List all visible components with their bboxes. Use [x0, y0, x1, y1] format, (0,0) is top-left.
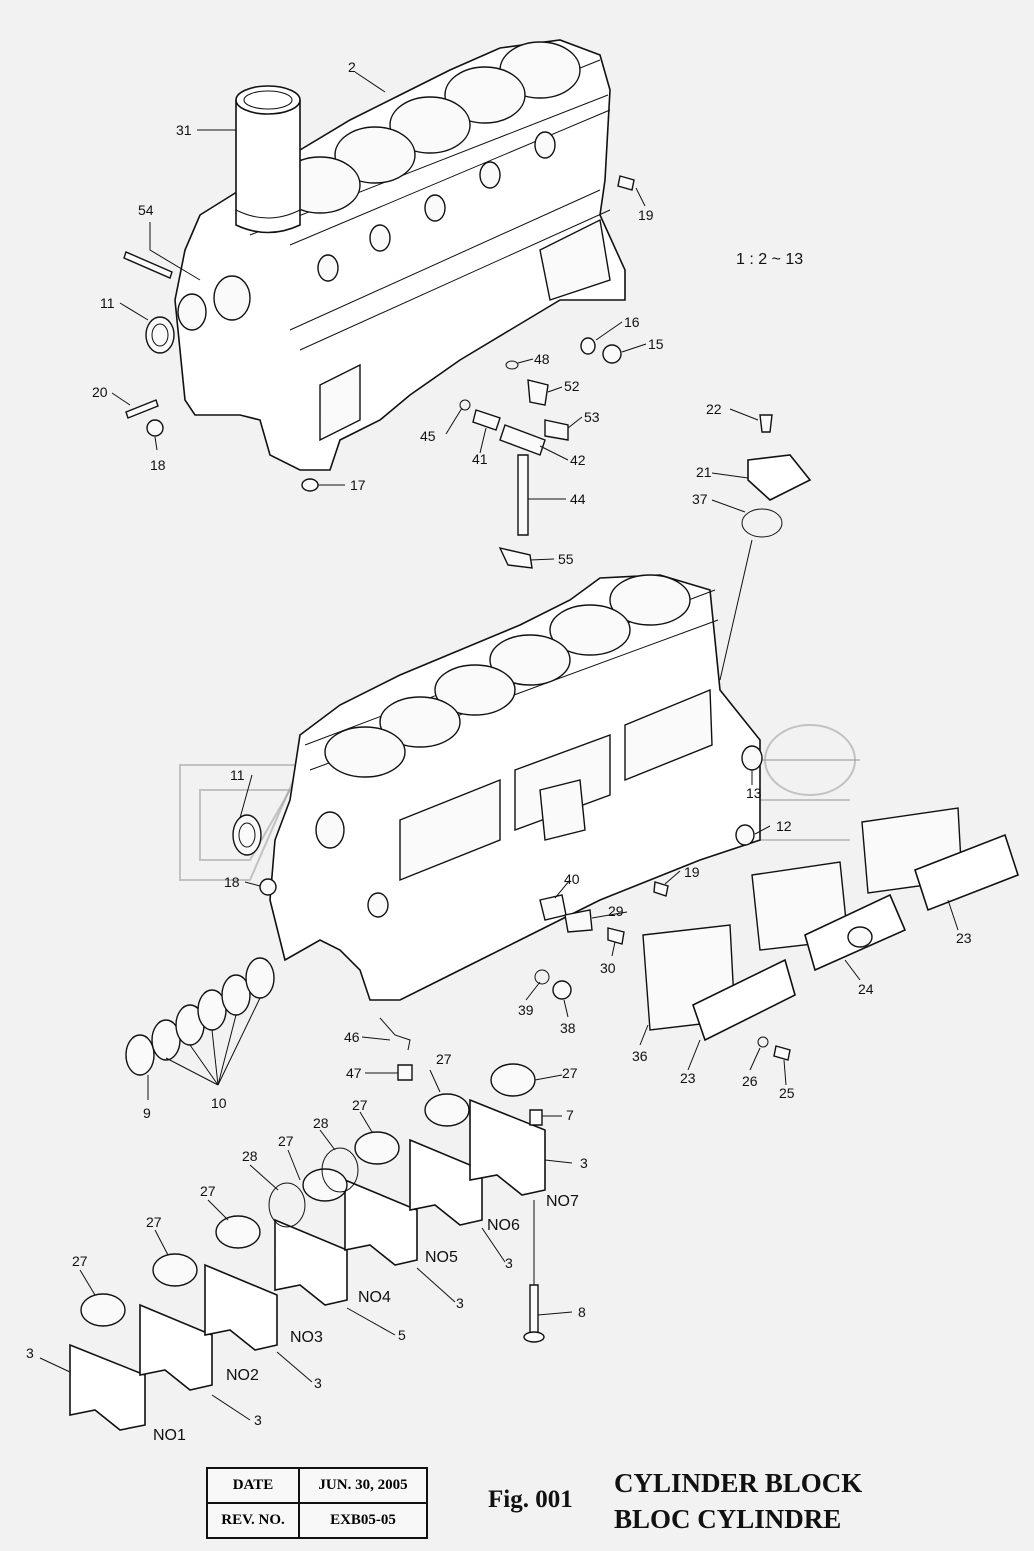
callout-54: 54: [138, 202, 154, 218]
title-block-table: DATE JUN. 30, 2005 REV. NO. EXB05-05: [206, 1467, 428, 1539]
callout-23: 23: [680, 1070, 696, 1086]
callout-12: 12: [776, 818, 792, 834]
callout-36: 36: [632, 1048, 648, 1064]
bearing-no3: NO3: [290, 1329, 323, 1346]
figure-title-fr: BLOC CYLINDRE: [614, 1504, 842, 1534]
leader-lines: [39, 71, 959, 1421]
callout-3-no7: 3: [580, 1155, 588, 1171]
callout-5: 5: [398, 1327, 406, 1343]
callout-31: 31: [176, 122, 192, 138]
callout-23-right: 23: [956, 930, 972, 946]
callout-41: 41: [472, 451, 488, 467]
callout-16: 16: [624, 314, 640, 330]
title-block-date-row: DATE JUN. 30, 2005: [206, 1467, 428, 1504]
callout-53: 53: [584, 409, 600, 425]
callout-27-no5: 27: [352, 1097, 368, 1113]
bearing-no2: NO2: [226, 1367, 259, 1384]
callout-18: 18: [150, 457, 166, 473]
upper-small-parts: [123, 175, 812, 569]
callout-10: 10: [211, 1095, 227, 1111]
callout-21: 21: [696, 464, 712, 480]
callout-44: 44: [570, 491, 586, 507]
callout-48: 48: [534, 351, 550, 367]
callout-9: 9: [143, 1105, 151, 1121]
callout-38: 38: [560, 1020, 576, 1036]
callout-labels: 31 2 54 11 20 18 17 19 1 : 2 ~ 13 16 15 …: [26, 59, 972, 1444]
rev-value: EXB05-05: [298, 1502, 428, 1539]
rev-label: REV. NO.: [206, 1502, 300, 1539]
figure-number: Fig. 001: [488, 1486, 573, 1513]
callout-19-lower: 19: [684, 864, 700, 880]
callout-2: 2: [348, 59, 356, 75]
callout-11: 11: [100, 295, 115, 311]
callout-27-no6: 27: [436, 1051, 452, 1067]
callout-3-no6: 3: [505, 1255, 513, 1271]
callout-39: 39: [518, 1002, 534, 1018]
callout-30: 30: [600, 960, 616, 976]
callout-7: 7: [566, 1107, 574, 1123]
callout-27-no4: 27: [278, 1133, 294, 1149]
callout-55: 55: [558, 551, 574, 567]
callout-24: 24: [858, 981, 874, 997]
callout-3-no1: 3: [26, 1345, 34, 1361]
callout-26: 26: [742, 1073, 758, 1089]
bearing-no1: NO1: [153, 1427, 186, 1444]
callout-47: 47: [346, 1065, 362, 1081]
upper-cylinder-block: [174, 39, 626, 471]
callout-27-no2: 27: [146, 1214, 162, 1230]
callout-28-upper: 28: [313, 1115, 329, 1131]
callout-46: 46: [344, 1029, 360, 1045]
callout-37: 37: [692, 491, 708, 507]
ratio-note: 1 : 2 ~ 13: [736, 251, 803, 268]
callout-45: 45: [420, 428, 436, 444]
callout-3-no2: 3: [254, 1412, 262, 1428]
callout-27-no7: 27: [562, 1065, 578, 1081]
title-block-rev-row: REV. NO. EXB05-05: [206, 1502, 428, 1539]
callout-19: 19: [638, 207, 654, 223]
callout-13: 13: [746, 785, 762, 801]
callout-3-no3: 3: [314, 1375, 322, 1391]
callout-42: 42: [570, 452, 586, 468]
bearing-no4: NO4: [358, 1289, 391, 1306]
callout-27-no3: 27: [200, 1183, 216, 1199]
date-value: JUN. 30, 2005: [298, 1467, 428, 1504]
callout-15: 15: [648, 336, 664, 352]
callout-3-no5: 3: [456, 1295, 464, 1311]
callout-20: 20: [92, 384, 108, 400]
callout-29: 29: [608, 903, 624, 919]
callout-17: 17: [350, 477, 366, 493]
lower-cylinder-block: [269, 574, 761, 1001]
callout-18-lower: 18: [224, 874, 240, 890]
bearing-no7: NO7: [546, 1193, 579, 1210]
callout-22: 22: [706, 401, 722, 417]
callout-25: 25: [779, 1085, 795, 1101]
date-label: DATE: [206, 1467, 300, 1504]
figure-title-en: CYLINDER BLOCK: [614, 1468, 863, 1498]
bearing-no5: NO5: [425, 1249, 458, 1266]
callout-8: 8: [578, 1304, 586, 1320]
bearing-no6: NO6: [487, 1217, 520, 1234]
callout-27-no1: 27: [72, 1253, 88, 1269]
callout-28-lower: 28: [242, 1148, 258, 1164]
main-bearing-caps: [69, 1063, 546, 1431]
lower-small-parts: [125, 745, 1019, 1081]
callout-11-lower: 11: [230, 767, 245, 783]
callout-40: 40: [564, 871, 580, 887]
callout-52: 52: [564, 378, 580, 394]
